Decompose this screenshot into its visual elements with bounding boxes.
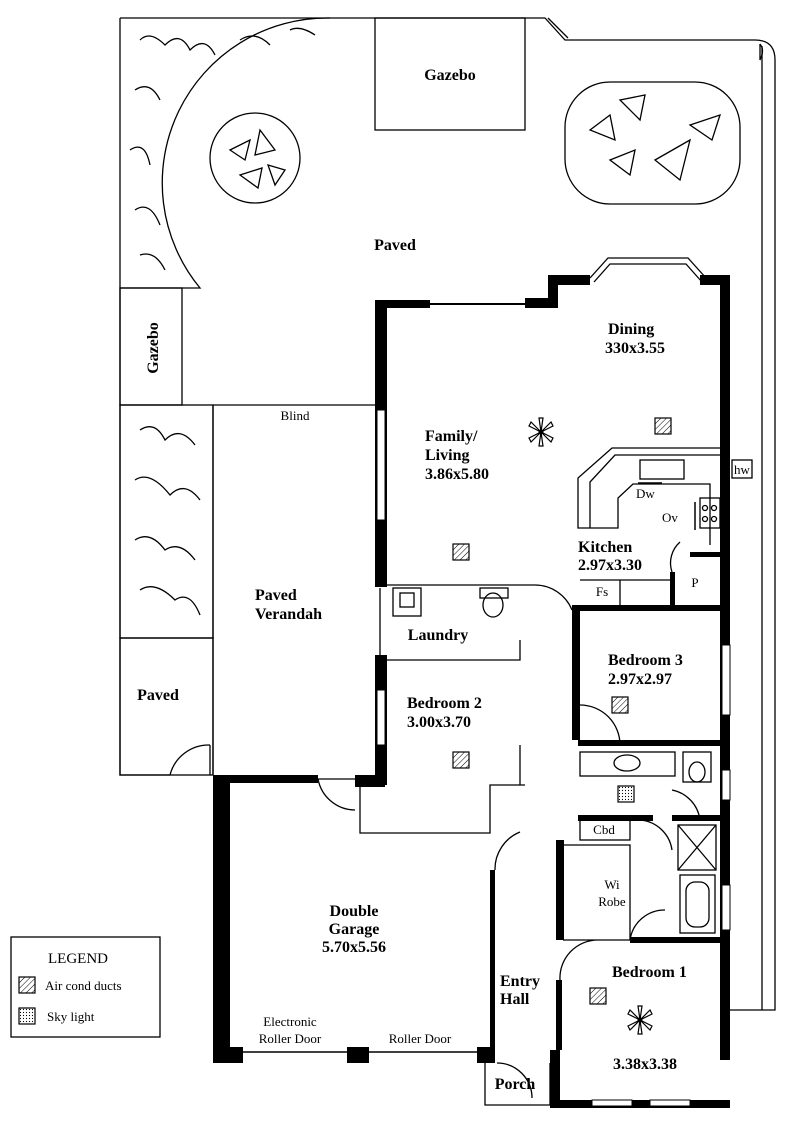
- legend: LEGEND Air cond ducts Sky light: [10, 936, 161, 1038]
- air-cond-duct-icon: [589, 987, 607, 1005]
- roller-door-label: Roller Door: [389, 1031, 452, 1046]
- verandah-label-2: Verandah: [255, 606, 322, 623]
- electronic-roller-door-label-1: Electronic: [263, 1014, 317, 1029]
- family-size: 3.86x5.80: [425, 466, 489, 483]
- air-cond-duct-icon: [452, 543, 470, 561]
- verandah-label-1: Paved: [255, 587, 297, 604]
- entry-name-1: Entry: [500, 973, 540, 990]
- blind-label: Blind: [281, 408, 310, 423]
- gazebo-top: [374, 17, 526, 131]
- dishwasher-label: Dw: [636, 486, 655, 501]
- wirobe-label-2: Robe: [598, 894, 626, 909]
- bedroom3-size: 2.97x2.97: [608, 671, 672, 688]
- gazebo-top-label: Gazebo: [424, 67, 476, 84]
- sky-light-icon: [617, 785, 635, 803]
- house-walls: [213, 257, 753, 1108]
- family-name-2: Living: [425, 447, 469, 464]
- dining-name: Dining: [608, 321, 654, 338]
- bedroom1-name: Bedroom 1: [612, 964, 687, 981]
- wirobe-label-1: Wi: [604, 877, 620, 892]
- shrubs: [134, 426, 201, 616]
- laundry-name: Laundry: [408, 627, 468, 644]
- paved-label: Paved: [374, 237, 416, 254]
- electronic-roller-door-label-2: Roller Door: [259, 1031, 322, 1046]
- bedroom2-size: 3.00x3.70: [407, 714, 471, 731]
- porch-name: Porch: [495, 1076, 536, 1093]
- legend-title: LEGEND: [48, 951, 108, 967]
- paved-small-area: [119, 637, 214, 776]
- air-cond-duct-icon: [452, 751, 470, 769]
- gazebo-left-label: Gazebo: [145, 322, 162, 374]
- cupboard-label: Cbd: [593, 822, 615, 837]
- garden-left: [120, 17, 331, 289]
- entry-name-2: Hall: [500, 991, 530, 1008]
- garden-bed-left: [119, 404, 214, 639]
- bedroom1-size: 3.38x3.38: [613, 1056, 677, 1073]
- air-cond-duct-icon: [611, 696, 629, 714]
- air-cond-duct-icon: [18, 976, 36, 994]
- legend-item-label: Air cond ducts: [45, 978, 122, 993]
- ceiling-fan-icon: [627, 1005, 653, 1035]
- legend-item-label: Sky light: [47, 1009, 95, 1024]
- ceiling-fan-icon: [528, 417, 554, 447]
- dining-size: 330x3.55: [605, 340, 665, 357]
- verandah-outline: [212, 404, 375, 775]
- paved-small-label: Paved: [137, 687, 179, 704]
- garage-name-1: Double: [330, 903, 379, 920]
- garage-name-2: Garage: [329, 921, 380, 938]
- air-cond-duct-icon: [654, 417, 672, 435]
- oven-label: Ov: [662, 510, 678, 525]
- kitchen-name: Kitchen: [578, 539, 632, 556]
- family-name-1: Family/: [425, 428, 478, 445]
- garden-right: [564, 81, 741, 205]
- garage-size: 5.70x5.56: [322, 939, 386, 956]
- hot-water-label: hw: [734, 462, 751, 477]
- sky-light-icon: [18, 1007, 36, 1025]
- pantry-label: P: [691, 575, 698, 590]
- kitchen-size: 2.97x3.30: [578, 557, 642, 574]
- fridge-space-label: Fs: [596, 584, 608, 599]
- bedroom2-name: Bedroom 2: [407, 695, 482, 712]
- bedroom3-name: Bedroom 3: [608, 652, 683, 669]
